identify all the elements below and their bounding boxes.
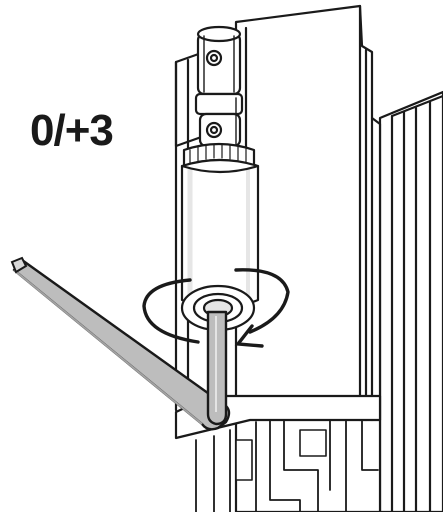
frame-profile: [378, 90, 443, 512]
hinge-knuckle: [194, 25, 244, 148]
adjustment-range-label: 0/+3: [30, 106, 114, 155]
hex-key-icon: [10, 256, 231, 431]
sash-profile: [234, 4, 382, 512]
rotate-arrow-icon: [142, 268, 290, 348]
